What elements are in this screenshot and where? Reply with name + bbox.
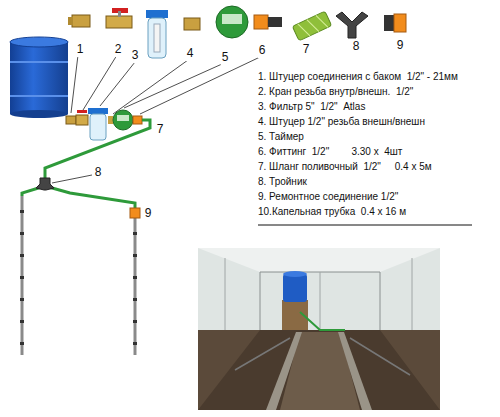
callout-number: 3 — [131, 49, 140, 63]
callout-number: 2 — [114, 43, 123, 57]
parts-list-item: 3. Фильтр 5" 1/2" Atlas — [258, 101, 365, 113]
list-rule — [258, 225, 472, 226]
callout-number: 7 — [302, 43, 311, 57]
callout-number: 4 — [186, 47, 195, 61]
repair-connector — [130, 208, 140, 218]
callout-number: 9 — [144, 207, 153, 221]
parts-list-item: 6. Фиттинг 1/2" 3.30 х 4шт — [258, 146, 402, 158]
parts-list-item: 1. Штуцер соединения с баком 1/2" - 21мм — [258, 71, 458, 83]
parts-list-item: 4. Штуцер 1/2" резьба внешн/внешн — [258, 116, 425, 128]
callout-number: 6 — [258, 44, 267, 58]
tee-connector — [36, 178, 54, 190]
parts-list-item: 5. Таймер — [258, 131, 304, 143]
callout-number: 9 — [396, 39, 405, 53]
parts-list-item: 7. Шланг поливочный 1/2" 0.4 х 5м — [258, 161, 432, 173]
parts-list-item: 10.Капельная трубка 0.4 х 16 м — [258, 206, 406, 218]
callout-number: 7 — [156, 123, 165, 137]
parts-list-item: 8. Тройник — [258, 176, 307, 188]
drip-emitters — [20, 210, 137, 345]
parts-list-item: 9. Ремонтное соединение 1/2" — [258, 191, 398, 203]
leader-lines — [52, 55, 260, 183]
part-icons — [68, 6, 406, 58]
water-barrel — [10, 37, 68, 118]
callout-number: 5 — [221, 51, 230, 65]
callout-number: 8 — [352, 40, 361, 54]
hose — [22, 120, 150, 355]
callout-number: 8 — [94, 166, 103, 180]
greenhouse-photo — [198, 248, 440, 410]
parts-list-item: 2. Кран резьба внутр/внешн. 1/2" — [258, 86, 413, 98]
callout-number: 1 — [76, 43, 85, 57]
